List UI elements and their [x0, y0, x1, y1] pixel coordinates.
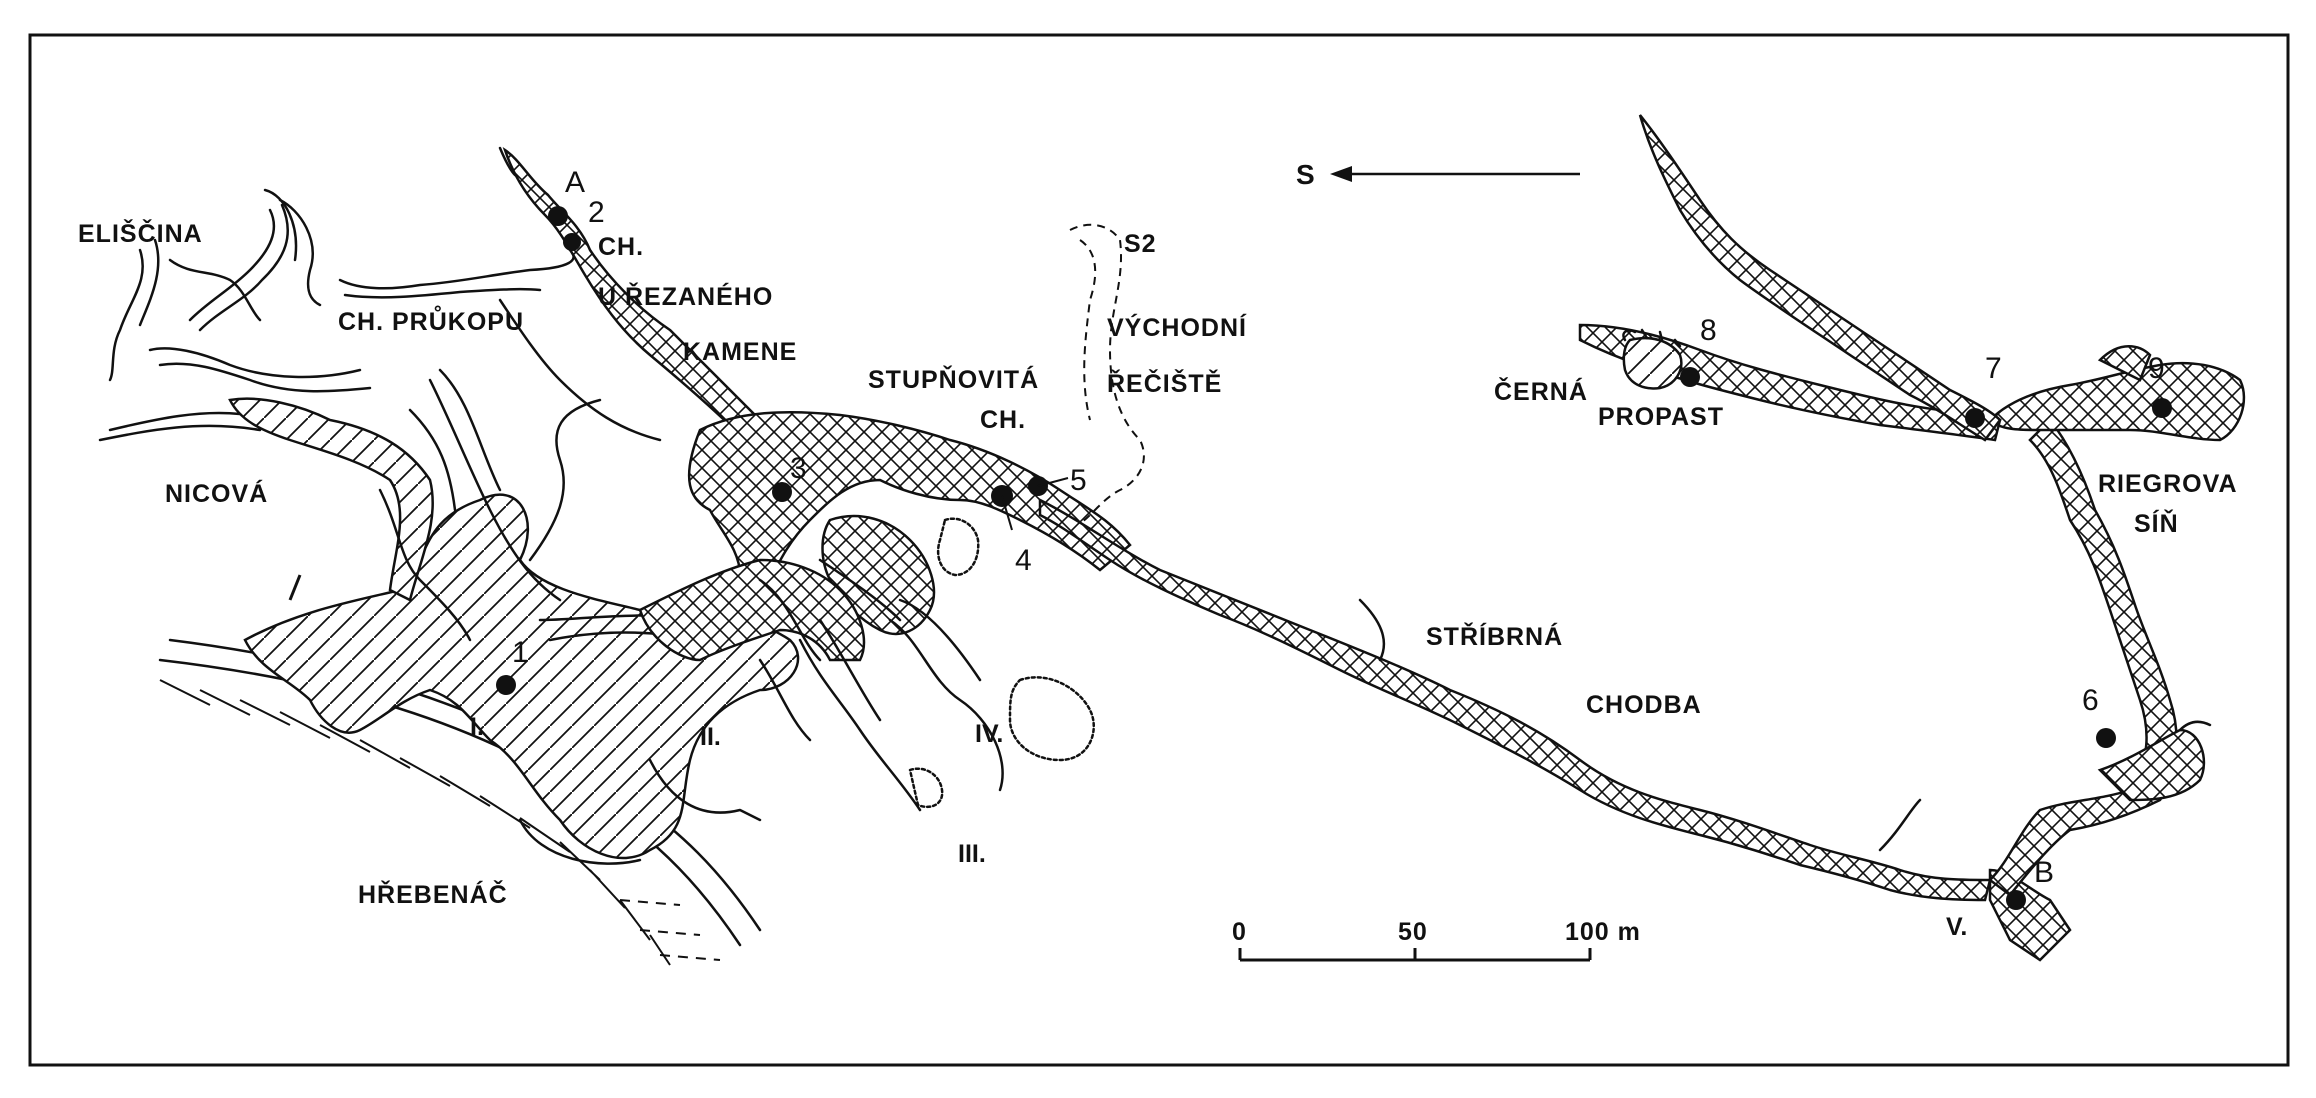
east-loop: [1988, 345, 2246, 897]
label-stribrna: STŘÍBRNÁ: [1426, 621, 1563, 651]
point-1-label: 1: [512, 636, 529, 669]
label-stupnovita: STUPŇOVITÁ: [868, 364, 1039, 394]
point-8-dot: [1680, 367, 1700, 387]
point-9-dot: [2152, 398, 2172, 418]
north-label: S: [1296, 159, 1316, 190]
point-6-dot: [2096, 728, 2116, 748]
west-cave-halls: [98, 397, 800, 865]
upper-right-passage: [1638, 114, 2002, 442]
west-passages: [108, 188, 832, 642]
point-A-label: A: [565, 166, 585, 199]
point-7-label: 7: [1985, 352, 2002, 385]
label-riegrova: RIEGROVA: [2098, 470, 2238, 498]
scale-tick-50: 50: [1398, 918, 1428, 946]
point-A-dot: [548, 206, 568, 226]
label-ch: CH.: [598, 233, 644, 261]
map-frame: [28, 33, 2290, 1067]
point-7-dot: [1965, 408, 1985, 428]
central-hub: [638, 410, 1132, 812]
entrance-V: V.: [1946, 913, 1967, 941]
point-4-label: 4: [1015, 544, 1032, 577]
point-9-label: 9: [2148, 352, 2165, 385]
north-arrow: S: [1296, 159, 1580, 190]
scale-tick-100: 100 m: [1565, 918, 1641, 946]
label-reciste: ŘEČIŠTĚ: [1107, 368, 1222, 398]
scale-bar: 0 50 100 m: [1232, 918, 1641, 962]
label-eliscina: ELIŠČINA: [78, 218, 203, 248]
point-2-dot: [563, 233, 581, 251]
point-1-dot: [496, 675, 516, 695]
point-3-dot: [772, 482, 792, 502]
point-B-label: B: [2034, 856, 2054, 889]
entrance-I: I.: [470, 713, 484, 741]
place-labels: ELIŠČINA CH. PRŮKOPU NICOVÁ HŘEBENÁČ CH.…: [78, 218, 2238, 909]
label-sin: SÍŇ: [2134, 508, 2179, 538]
label-vychodni: VÝCHODNÍ: [1107, 312, 1247, 342]
label-s2: S2: [1124, 230, 1157, 258]
survey-points: [496, 206, 2172, 910]
point-6-label: 6: [2082, 684, 2099, 717]
entrance-labels: I. II. III. IV. V.: [470, 713, 1967, 941]
point-8-label: 8: [1700, 314, 1717, 347]
entrance-II: II.: [700, 723, 721, 751]
label-u-rezaneho: U ŘEZANÉHO: [598, 281, 773, 311]
label-cerna: ČERNÁ: [1494, 376, 1588, 406]
label-ch-prukopu: CH. PRŮKOPU: [338, 304, 524, 336]
scale-tick-0: 0: [1232, 918, 1247, 946]
label-hrebenac: HŘEBENÁČ: [358, 879, 508, 909]
stribrna-chodba: [1038, 497, 1992, 902]
label-nicova: NICOVÁ: [165, 479, 268, 508]
point-B-dot: [2006, 890, 2026, 910]
label-propast: PROPAST: [1598, 403, 1724, 431]
entrance-IV: IV.: [975, 720, 1003, 748]
label-stupnovita-ch: CH.: [980, 406, 1026, 434]
point-5-label: 5: [1070, 464, 1087, 497]
vychodni-reciste: [1069, 223, 1145, 531]
label-chodba: CHODBA: [1586, 691, 1702, 719]
point-labels: A 2 3 4 5 1 8 7 9 6 B: [512, 166, 2165, 889]
label-kamene: KAMENE: [683, 338, 797, 366]
point-2-label: 2: [588, 196, 605, 229]
entrance-III: III.: [958, 840, 986, 868]
point-3-label: 3: [790, 452, 807, 485]
